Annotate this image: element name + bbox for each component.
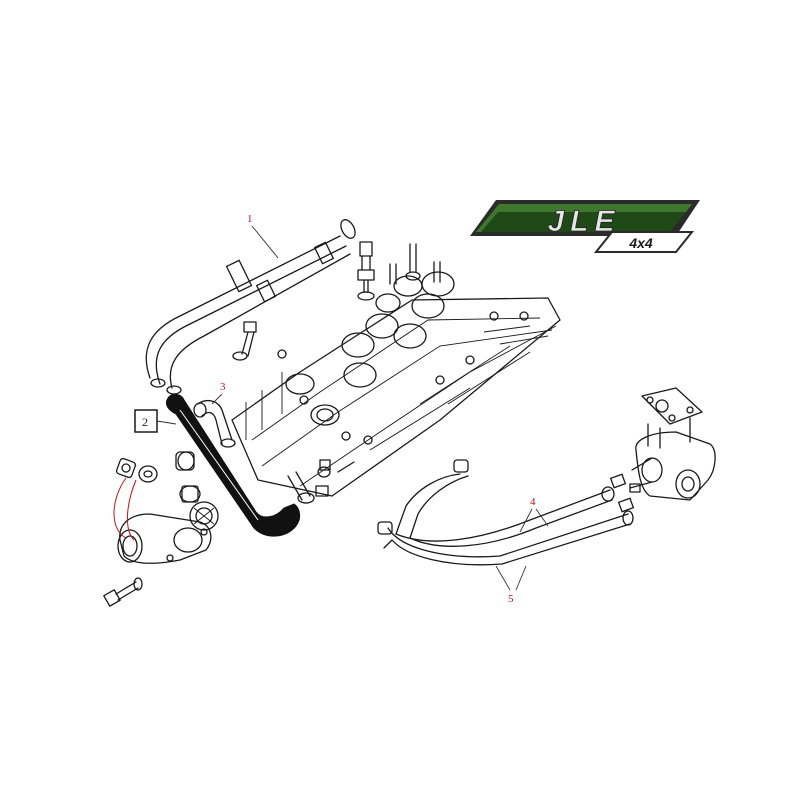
callout-4: 4 [519, 496, 549, 533]
small-fittings [175, 451, 355, 504]
housing-nut-washer [115, 457, 158, 483]
callout-1-label: 1 [247, 213, 253, 225]
housing-gasket [179, 485, 201, 503]
callout-5-label: 5 [508, 593, 514, 605]
heater-hose-upper [395, 459, 615, 547]
heater-valve-block [629, 387, 716, 501]
callout-5: 5 [495, 565, 527, 605]
elbow-hose [193, 399, 236, 448]
formed-hose [165, 393, 301, 537]
intake-manifold [231, 271, 561, 497]
housing-bolt [103, 577, 143, 607]
assembly-leader [113, 477, 137, 541]
thermostat-housing [117, 513, 212, 564]
heater-hose-lower [377, 510, 634, 566]
callout-3: 3 [211, 381, 226, 405]
callout-1: 1 [247, 213, 279, 259]
logo-tagline-text: 4x4 [628, 235, 653, 251]
temperature-sender [357, 241, 375, 301]
hose-end-fittings [610, 473, 641, 513]
callout-4-label: 4 [530, 496, 536, 508]
logo-brand-text: JLE [547, 205, 620, 238]
thermostat [189, 501, 219, 531]
brand-logo: JLE 4x4 [470, 200, 700, 253]
coolant-rail-pipe [145, 219, 356, 395]
callout-2: 2 [134, 409, 177, 433]
manifold-bolt [232, 321, 257, 361]
callout-3-label: 3 [220, 381, 226, 393]
manifold-studs [389, 243, 441, 285]
callout-2-label: 2 [142, 415, 148, 429]
